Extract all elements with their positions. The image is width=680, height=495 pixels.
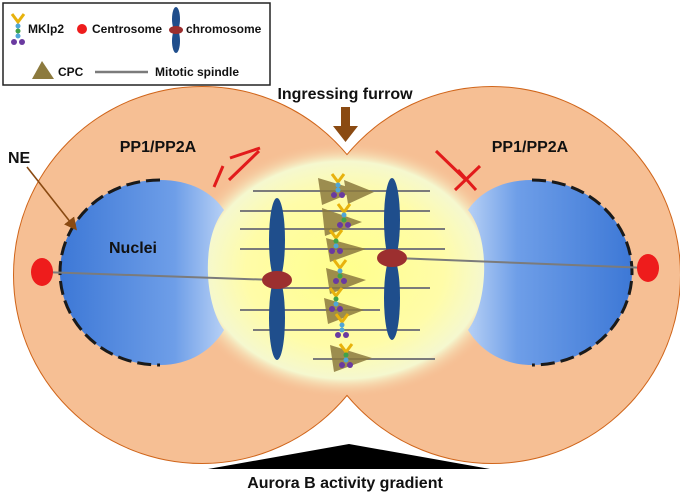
legend-mklp2-label: MKlp2 (28, 22, 64, 36)
furrow-arrow (333, 107, 358, 142)
chromosome-icon (169, 7, 183, 53)
ne-pointer-arrow (26, 166, 77, 231)
gradient-label: Aurora B activity gradient (247, 475, 443, 492)
pp-inhibition-right (434, 149, 482, 192)
pp-right-label: PP1/PP2A (492, 139, 569, 156)
aurora-b-zone (180, 142, 510, 398)
mklp2-icon (10, 13, 26, 45)
legend-chromosome-label: chromosome (186, 22, 262, 36)
chromosome-right (377, 178, 407, 340)
spindle-pole-right (394, 257, 649, 269)
nuclear-envelope-right (531, 178, 634, 367)
pp-inhibition-left (212, 146, 261, 188)
mklp2-cluster (328, 173, 354, 368)
cpc-triangle (344, 180, 374, 204)
furrow-label: Ingressing furrow (277, 86, 413, 103)
mklp2-motor (334, 313, 350, 338)
chromosome-left (262, 198, 292, 360)
pp-left-label: PP1/PP2A (120, 139, 197, 156)
mklp2-motor (328, 287, 344, 312)
cpc-icon (32, 61, 54, 79)
spindle-pole-left (41, 271, 276, 281)
mklp2-motor (332, 259, 348, 284)
legend: MKlp2 Centrosome chromosome CPC Mitotic … (2, 2, 271, 86)
cpc-triangle (322, 208, 362, 236)
mklp2-motor (338, 343, 354, 368)
centrosome-left (31, 258, 53, 286)
mklp2-motor (330, 173, 346, 198)
nuclei-label: Nuclei (109, 240, 157, 257)
centrosome-right (637, 254, 659, 282)
centrosome-icon (77, 24, 87, 34)
mklp2-motor (336, 203, 352, 228)
centromere (377, 249, 407, 267)
mklp2-motor (328, 229, 344, 254)
aurora-b-gradient-triangle (208, 444, 490, 469)
legend-centrosome-label: Centrosome (92, 22, 162, 36)
ne-label: NE (8, 150, 31, 167)
legend-cpc-label: CPC (58, 65, 84, 79)
nucleus-right (468, 178, 634, 367)
centromere (262, 271, 292, 289)
legend-spindle-label: Mitotic spindle (155, 65, 239, 79)
